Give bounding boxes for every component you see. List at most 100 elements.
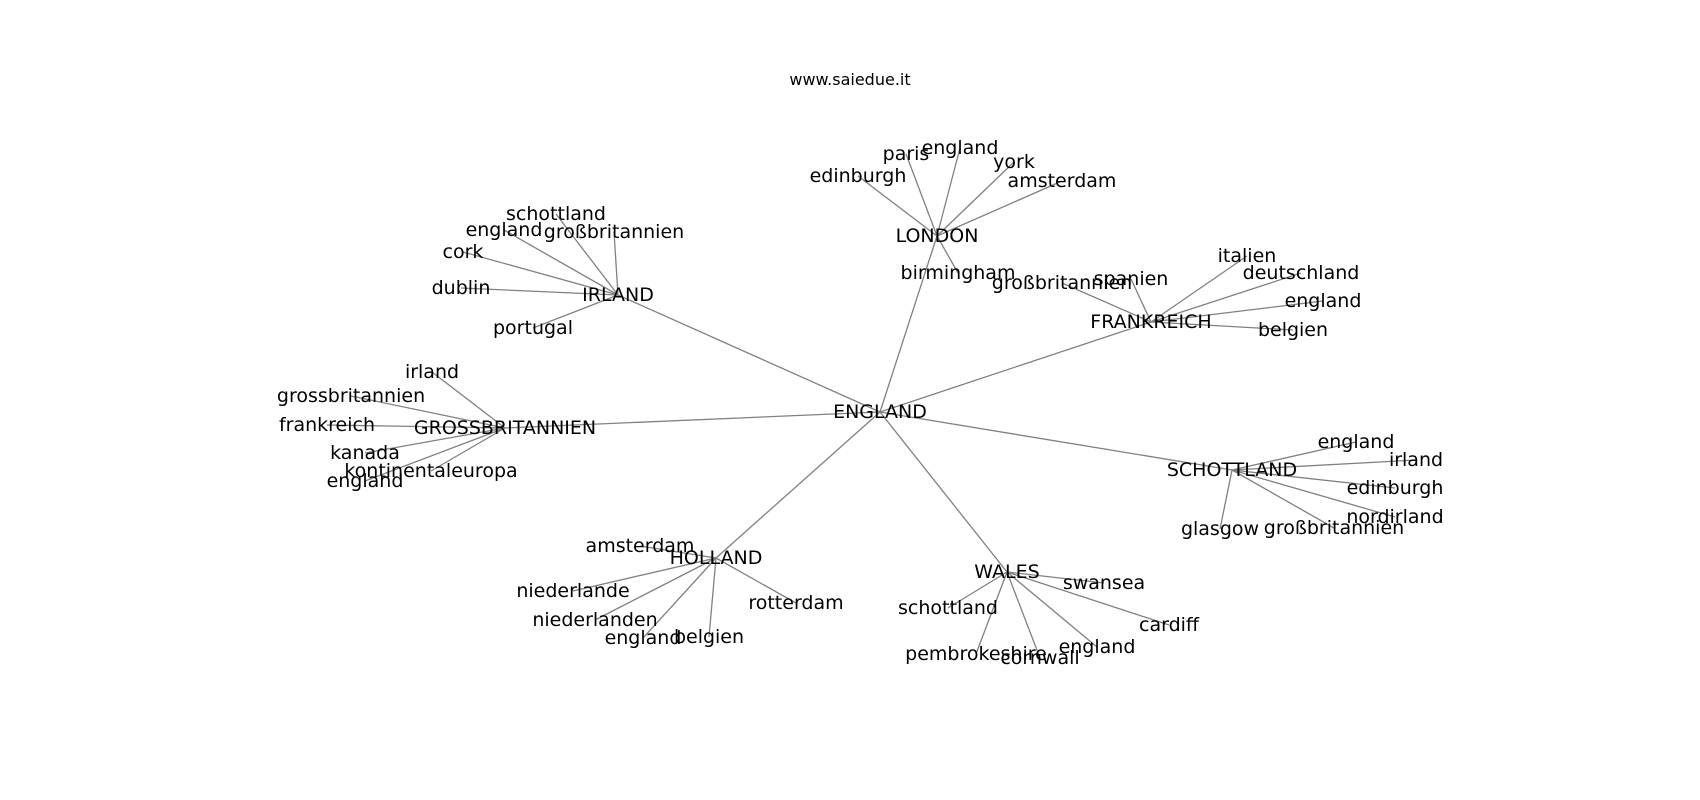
leaf-wales-5: cornwall xyxy=(1000,647,1079,669)
node-grossbritannien: GROSSBRITANNIEN xyxy=(414,417,596,439)
edge-holland-leaf-4 xyxy=(708,557,717,638)
node-frankreich: FRANKREICH xyxy=(1090,311,1211,333)
leaf-grossbritannien-1: grossbritannien xyxy=(277,385,425,407)
edge-holland-leaf-3 xyxy=(642,557,717,639)
edge-schottland-leaf-3 xyxy=(1231,469,1396,518)
edge-schottland-leaf-0 xyxy=(1231,441,1357,471)
node-irland: IRLAND xyxy=(582,284,654,306)
edge-london-leaf-1 xyxy=(905,153,938,237)
edge-wales-leaf-4 xyxy=(975,571,1008,655)
edge-grossbritannien-leaf-2 xyxy=(326,424,506,429)
leaf-frankreich-3: deutschland xyxy=(1243,262,1360,284)
edge-grossbritannien-leaf-1 xyxy=(350,395,506,429)
edge-grossbritannien-leaf-5 xyxy=(364,427,506,482)
edge-frankreich-leaf-5 xyxy=(1150,321,1294,331)
edge-irland-leaf-5 xyxy=(532,294,619,329)
leaf-schottland-2: edinburgh xyxy=(1347,477,1444,499)
leaf-irland-4: dublin xyxy=(432,277,491,299)
leaf-wales-4: pembrokeshire xyxy=(905,643,1047,665)
leaf-irland-1: england xyxy=(466,219,543,241)
leaf-schottland-5: großbritannien xyxy=(1264,517,1404,539)
edge-wales-leaf-1 xyxy=(947,571,1008,609)
edge-england-schottland xyxy=(879,411,1233,471)
leaf-grossbritannien-3: kanada xyxy=(330,442,400,464)
leaf-london-1: paris xyxy=(883,143,930,165)
leaf-frankreich-0: großbritannien xyxy=(992,272,1132,294)
node-holland: HOLLAND xyxy=(670,547,763,569)
leaf-schottland-4: glasgow xyxy=(1181,518,1259,540)
leaf-holland-0: amsterdam xyxy=(586,535,695,557)
edge-london-leaf-0 xyxy=(857,175,938,237)
edge-frankreich-leaf-2 xyxy=(1150,255,1248,323)
edge-irland-leaf-1 xyxy=(503,229,619,296)
edge-grossbritannien-leaf-4 xyxy=(430,427,506,472)
edge-grossbritannien-leaf-0 xyxy=(431,371,506,429)
leaf-irland-3: cork xyxy=(443,241,484,263)
leaf-irland-0: schottland xyxy=(506,203,606,225)
leaf-wales-3: england xyxy=(1059,636,1136,658)
edge-grossbritannien-leaf-3 xyxy=(364,427,506,454)
edge-wales-leaf-2 xyxy=(1006,571,1170,626)
leaf-frankreich-5: belgien xyxy=(1258,319,1328,341)
leaf-grossbritannien-0: irland xyxy=(405,361,459,383)
edge-irland-leaf-2 xyxy=(613,231,619,296)
edge-schottland-leaf-2 xyxy=(1231,469,1396,489)
edge-schottland-leaf-5 xyxy=(1231,469,1335,529)
leaf-irland-2: großbritannien xyxy=(544,221,684,243)
leaf-wales-0: swansea xyxy=(1063,572,1145,594)
leaf-london-5: birmingham xyxy=(901,262,1016,284)
leaf-schottland-1: irland xyxy=(1389,449,1443,471)
leaf-london-0: edinburgh xyxy=(810,165,907,187)
node-london: LONDON xyxy=(896,225,979,247)
edge-london-leaf-2 xyxy=(936,147,961,237)
edge-schottland-leaf-1 xyxy=(1231,459,1417,471)
edges-layer xyxy=(326,147,1417,659)
leaf-wales-1: schottland xyxy=(898,597,998,619)
edge-england-holland xyxy=(715,411,881,559)
leaf-frankreich-2: italien xyxy=(1218,245,1277,267)
edge-irland-leaf-3 xyxy=(462,251,619,296)
edge-holland-leaf-1 xyxy=(572,557,717,592)
leaf-frankreich-1: spanien xyxy=(1094,268,1169,290)
edge-england-irland xyxy=(617,294,881,413)
edge-wales-leaf-3 xyxy=(1006,571,1098,648)
edge-england-frankreich xyxy=(879,321,1152,413)
edge-frankreich-leaf-4 xyxy=(1150,300,1324,323)
leaf-london-4: amsterdam xyxy=(1008,170,1117,192)
leaf-london-2: england xyxy=(922,137,999,159)
edge-frankreich-leaf-1 xyxy=(1130,278,1152,323)
node-wales: WALES xyxy=(974,561,1039,583)
node-england: ENGLAND xyxy=(833,401,927,423)
leaf-holland-1: niederlande xyxy=(516,580,629,602)
leaf-irland-5: portugal xyxy=(493,317,573,339)
edge-holland-leaf-5 xyxy=(715,557,797,604)
edge-holland-leaf-0 xyxy=(639,545,717,559)
leaf-schottland-3: nordirland xyxy=(1346,506,1443,528)
edge-frankreich-leaf-0 xyxy=(1061,282,1152,323)
labels-layer: ENGLANDLONDONedinburghparisenglandyorkam… xyxy=(277,137,1444,669)
leaf-holland-5: rotterdam xyxy=(748,592,843,614)
leaf-grossbritannien-5: england xyxy=(327,470,404,492)
leaf-grossbritannien-4: kontinentaleuropa xyxy=(344,460,517,482)
source-caption: www.saiedue.it xyxy=(789,70,911,89)
edge-wales-leaf-0 xyxy=(1006,571,1105,584)
leaf-frankreich-4: england xyxy=(1285,290,1362,312)
node-schottland: SCHOTTLAND xyxy=(1167,459,1297,481)
leaf-holland-2: niederlanden xyxy=(532,609,657,631)
edge-wales-leaf-5 xyxy=(1006,571,1041,659)
edge-london-leaf-3 xyxy=(936,161,1015,237)
edge-england-wales xyxy=(879,411,1008,573)
edge-london-leaf-4 xyxy=(936,180,1063,237)
edge-england-london xyxy=(879,235,938,413)
leaf-schottland-0: england xyxy=(1318,431,1395,453)
edge-england-grossbritannien xyxy=(504,411,881,429)
edge-irland-leaf-4 xyxy=(460,287,619,296)
leaf-wales-2: cardiff xyxy=(1139,614,1200,636)
leaf-london-3: york xyxy=(993,151,1035,173)
edge-schottland-leaf-4 xyxy=(1219,469,1233,530)
leaf-holland-3: england xyxy=(605,627,682,649)
leaf-holland-4: belgien xyxy=(674,626,744,648)
edge-frankreich-leaf-3 xyxy=(1150,272,1302,323)
leaf-grossbritannien-2: frankreich xyxy=(279,414,375,436)
